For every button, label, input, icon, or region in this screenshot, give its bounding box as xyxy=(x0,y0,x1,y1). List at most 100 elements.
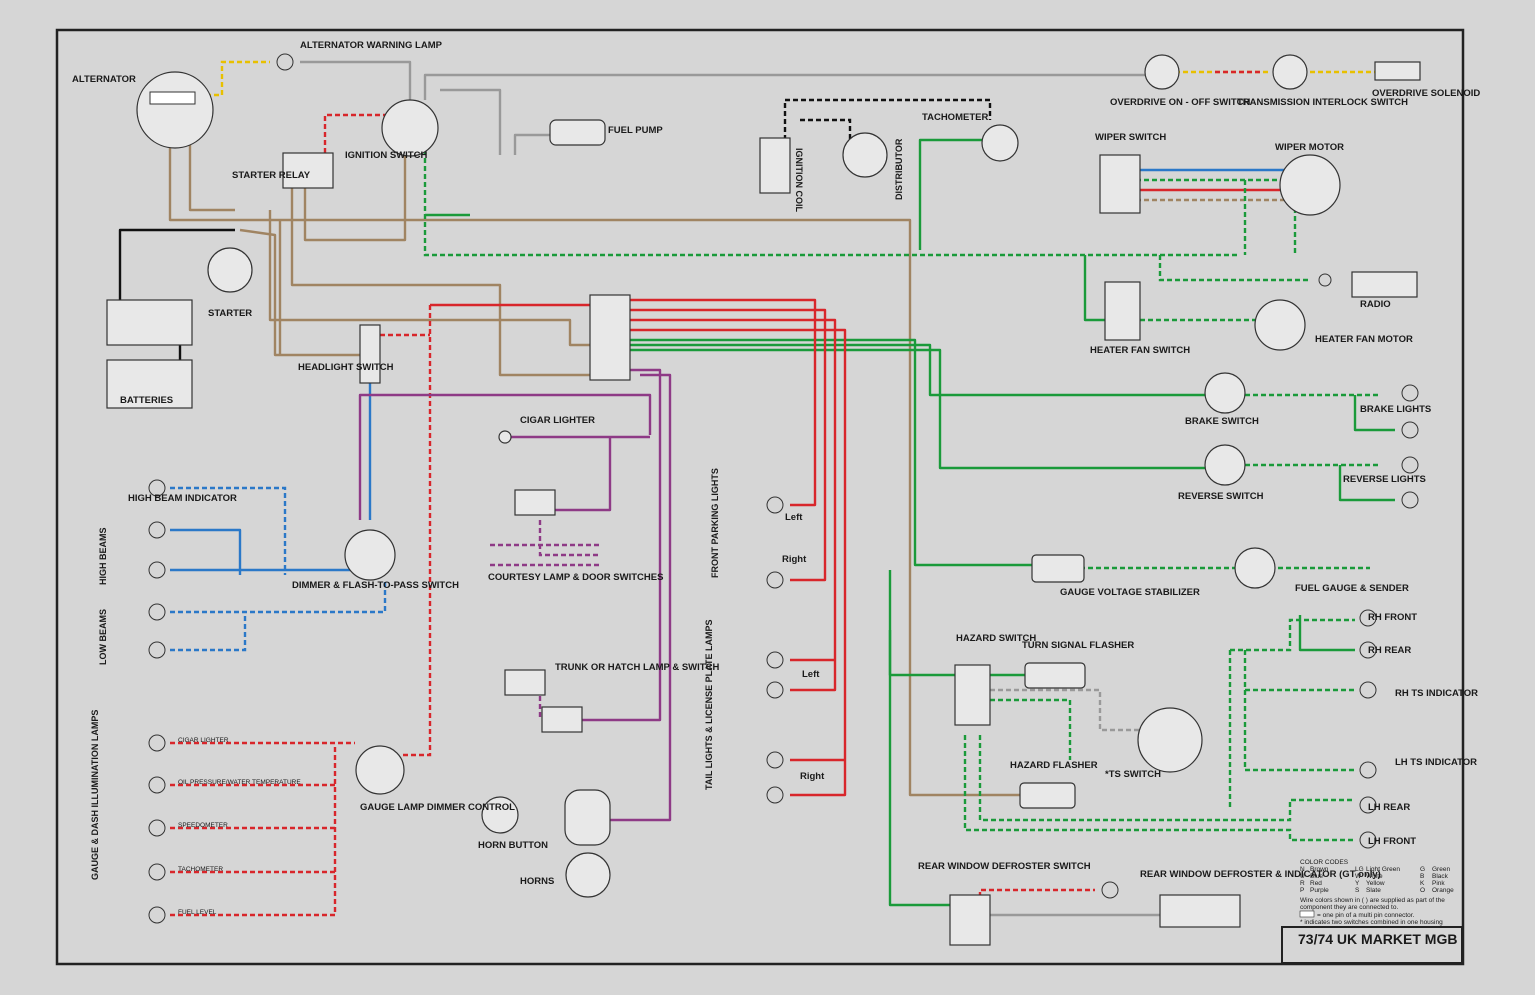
legend-cell: White xyxy=(1366,873,1383,880)
label-tachometer: TACHOMETER xyxy=(922,112,988,123)
legend-note-3: = one pin of a multi pin connector. xyxy=(1317,912,1415,919)
label-wiper-motor: WIPER MOTOR xyxy=(1275,142,1344,153)
horn-button-symbol xyxy=(481,796,519,834)
starter-relay-symbol xyxy=(282,152,334,189)
label-starter-relay: STARTER RELAY xyxy=(232,170,311,181)
legend-cell: Orange xyxy=(1432,887,1454,894)
label-ts-switch: *TS SWITCH xyxy=(1105,769,1161,780)
label-lh-rear: LH REAR xyxy=(1368,802,1410,813)
label-cigar-lighter-lamp: CIGAR LIGHTER xyxy=(178,737,229,744)
label-reverse-switch: REVERSE SWITCH xyxy=(1178,491,1264,502)
battery-2-symbol xyxy=(106,359,193,409)
gauge-dimmer-symbol xyxy=(355,745,405,795)
lamp-symbol xyxy=(148,521,166,539)
label-horns: HORNS xyxy=(520,876,554,887)
legend-cell: S xyxy=(1355,887,1360,894)
label-courtesy-lamp: COURTESY LAMP & DOOR SWITCHES xyxy=(488,572,663,583)
lamp-symbol xyxy=(1359,831,1377,849)
legend-cell: Y xyxy=(1355,880,1360,887)
label-fuel-level: FUEL LEVEL xyxy=(178,909,217,916)
wiper-switch-symbol xyxy=(1099,154,1141,214)
lamp-symbol xyxy=(148,561,166,579)
lamp-symbol xyxy=(1359,609,1377,627)
legend-cell: U xyxy=(1300,873,1305,880)
label-transmission-interlock: TRANSMISSION INTERLOCK SWITCH xyxy=(1237,97,1408,108)
legend-note-2: component they are connected to. xyxy=(1300,904,1398,911)
lamp-symbol xyxy=(1401,384,1419,402)
wiper-motor-symbol xyxy=(1279,154,1341,216)
label-rear-window-defroster-switch: REAR WINDOW DEFROSTER SWITCH xyxy=(918,861,1091,872)
label-radio: RADIO xyxy=(1360,299,1391,310)
lamp-symbol xyxy=(148,603,166,621)
labels: ALTERNATOR ALTERNATOR WARNING LAMP START… xyxy=(72,40,1480,916)
lamp-symbol xyxy=(766,651,784,669)
courtesy-lamp-symbol xyxy=(514,489,556,516)
label-overdrive-switch: OVERDRIVE ON - OFF SWITCH xyxy=(1110,97,1251,108)
legend-cell: P xyxy=(1300,887,1304,894)
overdrive-switch-symbol xyxy=(1144,54,1180,90)
alternator-symbol xyxy=(136,71,214,149)
label-tachometer-lamp: TACHOMETER xyxy=(178,866,223,873)
legend-cell: Light Green xyxy=(1366,866,1400,873)
legend-cell: Yellow xyxy=(1366,880,1385,887)
legend-note-1: Wire colors shown in ( ) are supplied as… xyxy=(1300,897,1445,904)
label-gauge-dash-lamps: GAUGE & DASH ILLUMINATION LAMPS xyxy=(90,710,100,880)
lamp-symbol xyxy=(148,734,166,752)
trunk-switch-symbol xyxy=(504,669,546,696)
cigar-lighter-symbol xyxy=(498,430,512,444)
label-headlight-switch: HEADLIGHT SWITCH xyxy=(298,362,394,373)
lamp-symbol xyxy=(148,863,166,881)
label-high-beam-indicator: HIGH BEAM INDICATOR xyxy=(128,493,237,504)
legend-cell: Slate xyxy=(1366,887,1381,894)
heater-fan-motor-symbol xyxy=(1254,299,1306,351)
legend-cell: Pink xyxy=(1432,880,1445,887)
turn-signal-flasher-symbol xyxy=(1024,662,1086,689)
hazard-flasher-symbol xyxy=(1019,782,1076,809)
label-high-beams: HIGH BEAMS xyxy=(98,527,108,585)
legend-cell: LG xyxy=(1355,866,1364,873)
ts-switch-symbol xyxy=(1137,707,1203,773)
components xyxy=(106,54,1421,946)
label-ignition-coil: IGNITION COIL xyxy=(794,148,804,213)
label-fuel-pump: FUEL PUMP xyxy=(608,125,663,136)
lamp-symbol xyxy=(1359,641,1377,659)
lamp-symbol xyxy=(1401,456,1419,474)
legend-cell: Green xyxy=(1432,866,1450,873)
label-trunk-lamp: TRUNK OR HATCH LAMP & SWITCH xyxy=(555,662,719,673)
label-overdrive-solenoid: OVERDRIVE SOLENOID xyxy=(1372,88,1480,99)
hazard-switch-symbol xyxy=(954,664,991,726)
lamp-symbol xyxy=(276,53,294,71)
tachometer-symbol xyxy=(981,124,1019,162)
label-alternator-warning-lamp: ALTERNATOR WARNING LAMP xyxy=(300,40,443,51)
label-batteries: BATTERIES xyxy=(120,395,173,406)
label-lh-ts-indicator: LH TS INDICATOR xyxy=(1395,757,1477,768)
legend-cell: Blue xyxy=(1310,873,1323,880)
legend-cell: B xyxy=(1420,873,1424,880)
lamp-symbol xyxy=(148,776,166,794)
label-reverse-lights: REVERSE LIGHTS xyxy=(1343,474,1426,485)
label-heater-fan-motor: HEATER FAN MOTOR xyxy=(1315,334,1413,345)
lamp-symbol xyxy=(1359,796,1377,814)
label-alternator: ALTERNATOR xyxy=(72,74,136,85)
label-rh-front: RH FRONT xyxy=(1368,612,1417,623)
label-wiper-switch: WIPER SWITCH xyxy=(1095,132,1166,143)
defroster-switch-symbol xyxy=(949,894,991,946)
label-lh-front: LH FRONT xyxy=(1368,836,1416,847)
ignition-switch-symbol xyxy=(381,99,439,157)
label-oil-pressure: OIL PRESSURE/WATER TEMPERATURE xyxy=(178,779,301,786)
fuel-gauge-symbol xyxy=(1234,547,1276,589)
title-box-frame xyxy=(1281,926,1463,964)
label-starter: STARTER xyxy=(208,308,252,319)
label-hazard-switch: HAZARD SWITCH xyxy=(956,633,1036,644)
lamp-symbol xyxy=(1359,761,1377,779)
legend-cell: W xyxy=(1355,873,1362,880)
label-tail-lights: TAIL LIGHTS & LICENSE PLATE LAMPS xyxy=(704,619,714,790)
lamp-symbol xyxy=(148,479,166,497)
legend-title: COLOR CODES xyxy=(1300,859,1349,866)
legend-cell: G xyxy=(1420,866,1425,873)
overdrive-solenoid-symbol xyxy=(1374,61,1421,81)
label-rh-rear: RH REAR xyxy=(1368,645,1411,656)
lamp-symbol xyxy=(148,906,166,924)
lamp-symbol xyxy=(766,496,784,514)
